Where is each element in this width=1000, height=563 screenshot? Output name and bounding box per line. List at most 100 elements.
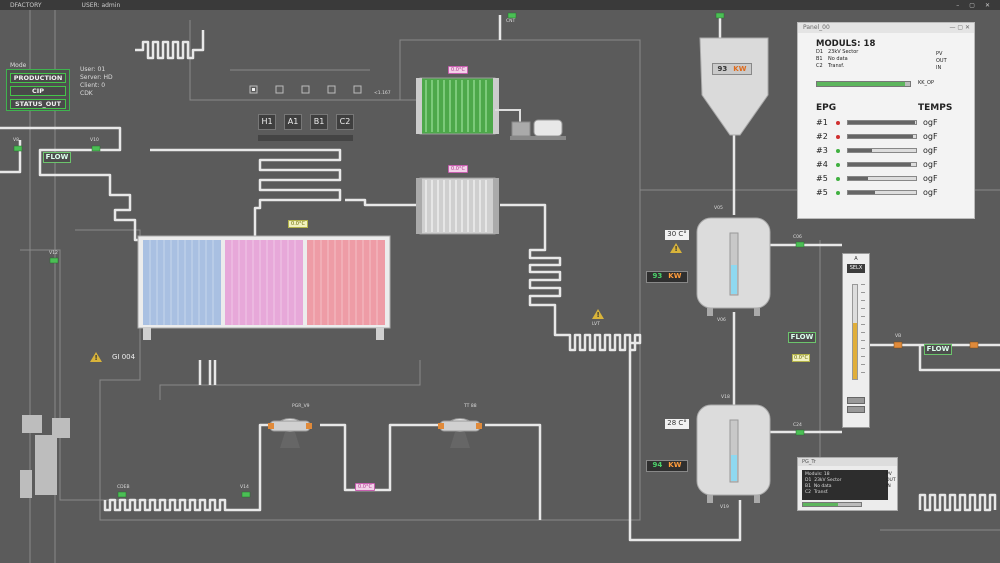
close-icon[interactable]: ✕	[984, 1, 990, 9]
c2-button[interactable]: C2	[336, 114, 354, 130]
gi-label: GI 004	[112, 353, 136, 361]
app-title: DFACTORY	[10, 1, 42, 9]
kw-unit: KW	[733, 65, 747, 73]
valve-tag: CDEB	[117, 485, 130, 490]
epg-bar	[847, 190, 917, 195]
epg-unit: ogF	[923, 160, 938, 169]
mini-panel-body: Moduls: 18 D1 23kV Sector B1 No data C2 …	[802, 470, 888, 500]
slider-track[interactable]	[852, 284, 858, 380]
warning-icon[interactable]: !	[670, 243, 682, 253]
h1-button[interactable]: H1	[258, 114, 276, 130]
client-line: Client: 0	[80, 82, 106, 89]
kw-value: 93	[717, 65, 728, 73]
user-line: User: 01	[80, 66, 106, 73]
server-line: Server: HD	[80, 74, 113, 81]
mini-bar	[802, 502, 862, 507]
a1-button[interactable]: A1	[284, 114, 302, 130]
minimize-icon[interactable]: –	[956, 1, 960, 9]
status-out-button[interactable]: STATUS_OUT	[10, 99, 66, 109]
kw-unit: KW	[668, 272, 682, 280]
slider-fill	[853, 322, 857, 379]
b1-button[interactable]: B1	[310, 114, 328, 130]
epg-bar	[847, 162, 917, 167]
epg-number: #5	[816, 188, 828, 197]
tank-bottom-temp: 28 C°	[665, 419, 689, 429]
epg-number: #2	[816, 132, 828, 141]
status-dot-icon	[836, 134, 840, 139]
module-row: C2 Transf.	[805, 490, 829, 495]
kw-unit: KW	[668, 461, 682, 469]
title-bar: DFACTORY USER: admin – ▢ ✕	[0, 0, 1000, 10]
epg-number: #4	[816, 160, 828, 169]
epg-bar-fill	[848, 135, 913, 138]
maximize-icon[interactable]: ▢	[969, 1, 975, 9]
epg-bar	[847, 120, 917, 125]
drum2-temp-badge: 0.0°C	[448, 165, 468, 173]
setpoint-tag: <1.167	[374, 91, 391, 96]
tank-tag: V06	[717, 318, 726, 323]
epg-bar-fill	[848, 191, 876, 194]
epg-row: #2 ogF	[816, 132, 938, 141]
user-info: User: 01 Server: HD Client: 0 CDK	[80, 66, 113, 98]
epg-number: #5	[816, 174, 828, 183]
mode-selector: PRODUCTION CIP STATUS_OUT	[6, 69, 70, 111]
valve-tag: V14	[240, 485, 249, 490]
module-row: B1 No data	[805, 484, 832, 489]
tank-tag: V05	[714, 206, 723, 211]
warning-icon[interactable]: !	[592, 309, 604, 319]
valve-tag: V12	[49, 251, 58, 256]
status-dot-icon	[836, 176, 840, 181]
cip-button[interactable]: CIP	[10, 86, 66, 96]
level-slider[interactable]: A SELX	[842, 253, 870, 428]
production-button[interactable]: PRODUCTION	[10, 73, 66, 83]
panel-heading: MODULS: 18	[816, 39, 876, 49]
epg-bar-fill	[848, 149, 872, 152]
epg-number: #1	[816, 118, 828, 127]
kk-op-label: KK_OP	[918, 80, 935, 86]
valve-tag: V8	[13, 138, 19, 143]
drum1-temp-badge: 0.0°C	[448, 66, 468, 74]
tank-tag: V19	[720, 505, 729, 510]
epg-unit: ogF	[923, 132, 938, 141]
status-dot-icon	[836, 120, 840, 125]
kk-op-bar	[816, 81, 911, 87]
mini-bar-fill	[803, 503, 838, 506]
warning-icon[interactable]: !	[90, 352, 102, 362]
sensor-tag: LVT	[592, 322, 600, 327]
epg-bar	[847, 134, 917, 139]
mini-heading: Moduls: 18	[805, 472, 830, 477]
flow-value-badge: 0.0°C	[792, 354, 810, 362]
epg-unit: ogF	[923, 118, 938, 127]
module-row: D1 23kV Sector	[805, 478, 842, 483]
valve-tag: C06	[793, 235, 802, 240]
status-dot-icon	[836, 162, 840, 167]
epg-number: #3	[816, 146, 828, 155]
pump-tag: PGR_V9	[292, 404, 310, 409]
slider-label: SELX	[847, 264, 865, 273]
mini-panel-title: PG_Tr	[798, 458, 897, 466]
status-dot-icon	[836, 190, 840, 195]
epg-bar	[847, 148, 917, 153]
exchanger-temp-badge: 0.0°C	[288, 220, 308, 228]
slider-title: A	[854, 256, 858, 262]
flow-badge-mid[interactable]: FLOW	[788, 332, 816, 343]
mini-module-panel: PG_Tr Moduls: 18 D1 23kV Sector B1 No da…	[797, 457, 898, 511]
mode-label: Mode	[10, 62, 27, 69]
user-label: USER: admin	[81, 1, 121, 9]
slider-up-button[interactable]	[847, 397, 865, 404]
panel-controls[interactable]: — ▢ ✕	[949, 24, 970, 31]
slider-down-button[interactable]	[847, 406, 865, 413]
flow-badge-left[interactable]: FLOW	[43, 152, 71, 163]
flow-badge-right[interactable]: FLOW	[924, 344, 952, 355]
kw-value: 93	[652, 272, 663, 280]
status-dot-icon	[836, 148, 840, 153]
epg-bar-fill	[848, 163, 911, 166]
kk-op-fill	[817, 82, 906, 86]
